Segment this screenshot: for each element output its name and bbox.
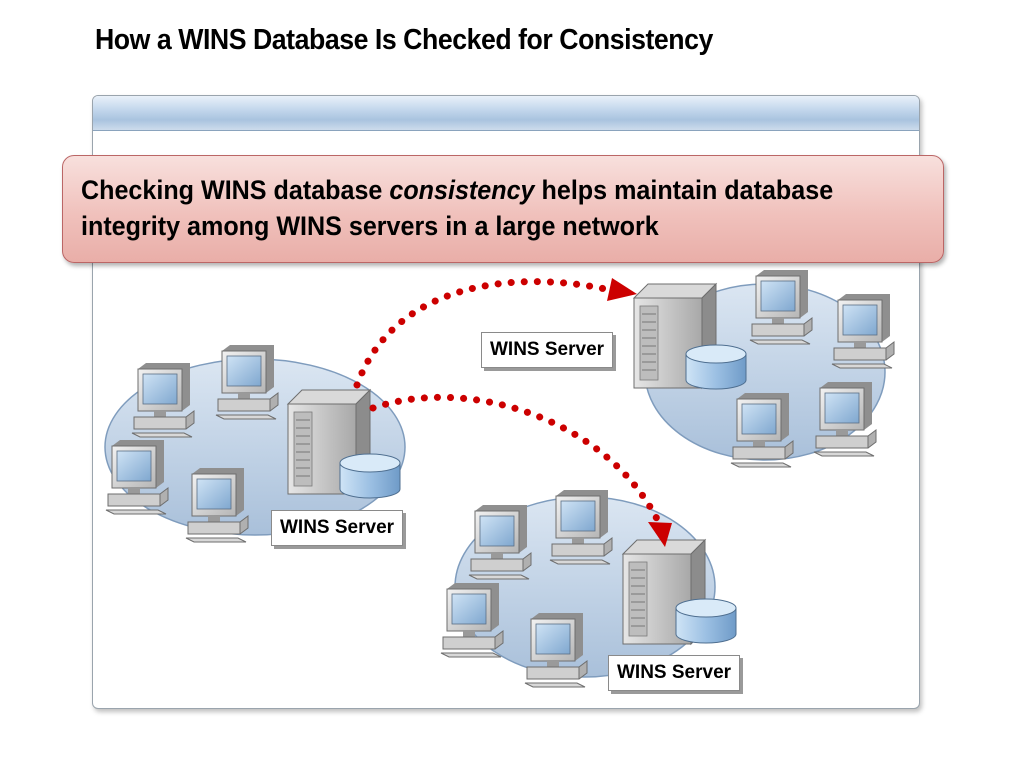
workstation-icon [468,504,532,580]
wins-server-label-bottom: WINS Server [608,655,741,691]
workstation-icon [524,612,588,688]
workstation-icon [440,582,504,658]
arrow-to-top-right-server [353,278,614,389]
workstation-icon [831,293,895,369]
workstation-icon [549,489,613,565]
callout-box: Checking WINS database consistency helps… [62,155,944,263]
workstation-icon [215,344,279,420]
workstation-icon [185,467,249,543]
workstation-icon [105,439,169,515]
arrow-to-bottom-server [369,393,664,529]
workstation-icon [131,362,195,438]
panel-header-band [93,96,919,131]
workstation-icon [730,392,794,468]
workstation-icon [813,381,877,457]
database-icon [339,453,401,499]
page-title: How a WINS Database Is Checked for Consi… [95,24,713,56]
wins-server-label-top-right: WINS Server [481,332,614,368]
callout-text: Checking WINS database consistency helps… [81,175,834,241]
database-icon [685,344,747,390]
database-icon [675,598,737,644]
arrow-head-bottom [648,522,672,547]
workstation-icon [749,269,813,345]
wins-server-label-left: WINS Server [271,510,404,546]
arrow-head-top-right [607,278,637,301]
